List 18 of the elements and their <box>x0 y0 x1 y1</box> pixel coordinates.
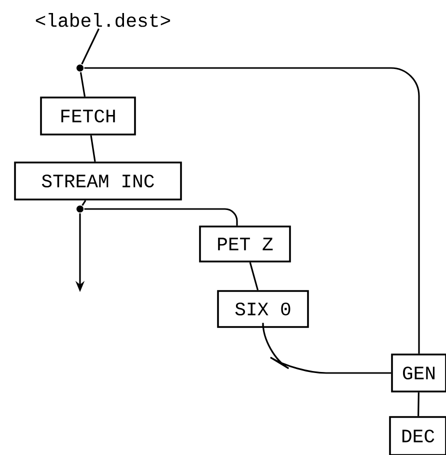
connector-line <box>84 208 238 226</box>
connector-line <box>262 322 392 374</box>
label-text: <label.dest> <box>36 13 170 27</box>
process-box: DEC <box>389 416 446 455</box>
junction-dot <box>76 206 84 212</box>
connector-line <box>82 200 86 206</box>
junction-dot <box>76 64 84 72</box>
connector-line <box>81 28 100 64</box>
connector-line <box>90 135 96 162</box>
process-box: GEN <box>391 354 446 392</box>
connector-line <box>84 67 420 354</box>
connector-line <box>80 72 86 97</box>
process-box: STREAM INC <box>14 162 182 200</box>
process-box: PET Z <box>199 226 291 262</box>
connector-line <box>418 392 420 416</box>
connector-line <box>249 262 259 290</box>
process-box: SIX 0 <box>217 290 309 328</box>
process-box: FETCH <box>40 96 136 136</box>
